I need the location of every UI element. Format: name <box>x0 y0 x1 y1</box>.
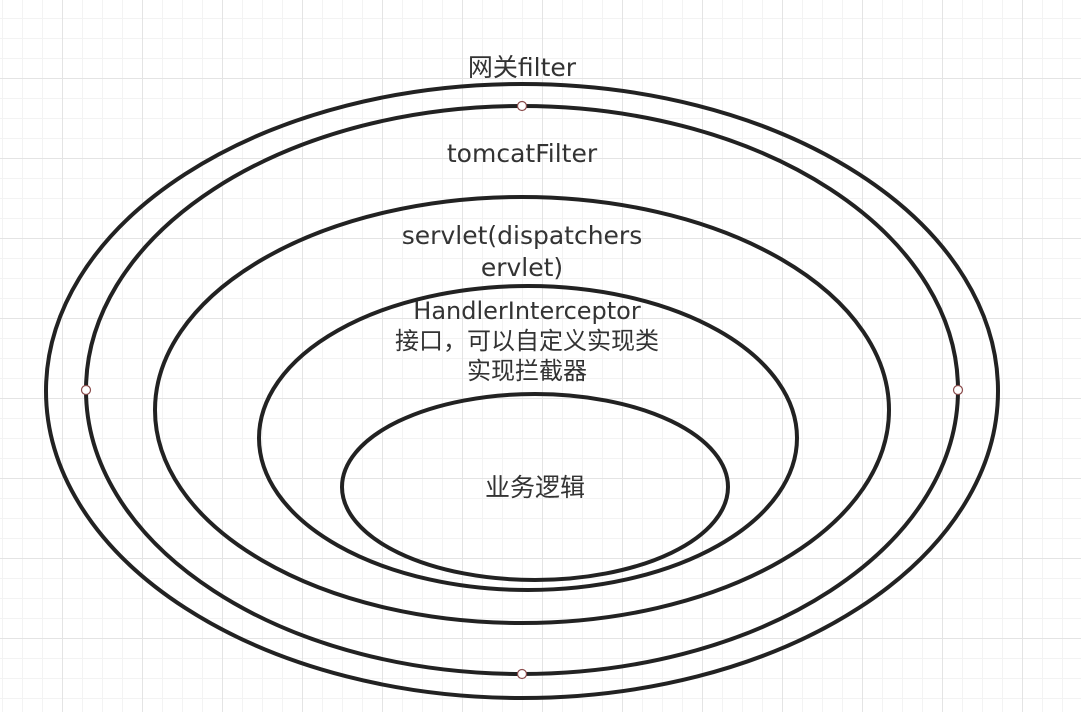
gateway-filter-ring[interactable] <box>44 82 1000 700</box>
selection-handle-right[interactable] <box>952 384 964 396</box>
gateway-filter-label: 网关filter <box>467 53 577 82</box>
business-logic-label: 业务逻辑 <box>484 473 585 502</box>
selection-handle-bottom[interactable] <box>516 668 528 680</box>
business-logic-ring[interactable] <box>340 392 730 582</box>
handler-interceptor-ring[interactable] <box>257 284 799 592</box>
selection-handle-left[interactable] <box>80 384 92 396</box>
handler-interceptor-label: HandlerInterceptor 接口，可以自定义实现类 实现拦截器 <box>395 297 659 385</box>
servlet-ring[interactable] <box>153 195 891 625</box>
selection-handle-top[interactable] <box>516 100 528 112</box>
tomcat-filter-label: tomcatFilter <box>446 139 598 168</box>
servlet-label: servlet(dispatchers ervlet) <box>401 221 643 282</box>
